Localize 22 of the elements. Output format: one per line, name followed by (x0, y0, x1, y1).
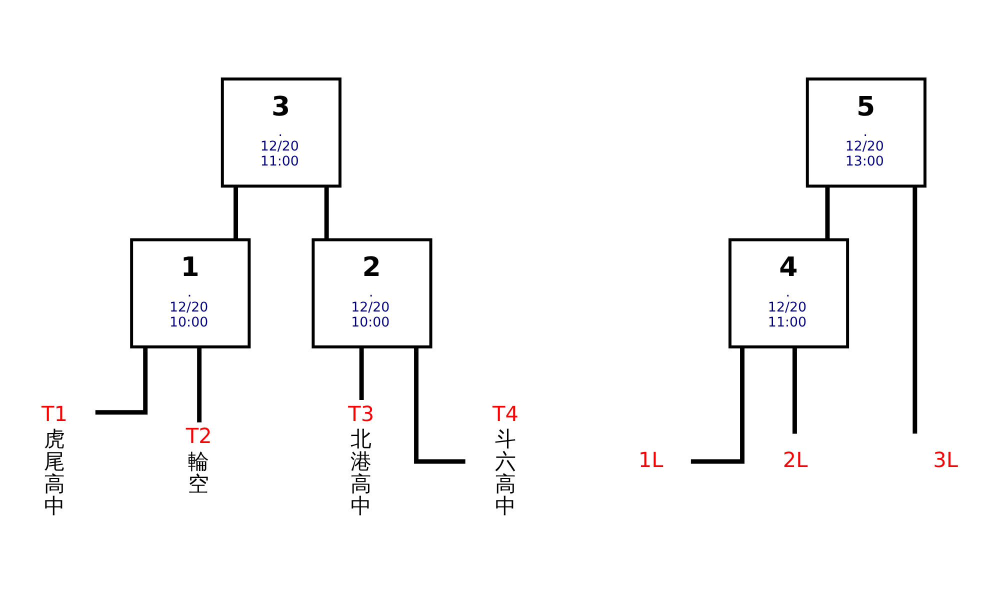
connector (792, 347, 797, 434)
node-box: 1 . 12/20 10:00 (130, 238, 251, 348)
node-text: T4 斗六高中 (492, 402, 519, 518)
connector (912, 186, 918, 434)
connector (197, 347, 202, 422)
connector (690, 346, 744, 464)
node-box: 2 . 12/20 10:00 (312, 238, 432, 348)
node-text: T1 虎尾高中 (42, 402, 68, 518)
connector (825, 186, 830, 240)
node-box: 5 . 12/20 13:00 (806, 77, 926, 188)
connector (234, 186, 238, 240)
connector (95, 347, 148, 415)
node-text: 2L (782, 448, 808, 472)
node-text: T2 輪空 (186, 424, 212, 496)
connector (359, 347, 364, 400)
connector (414, 346, 466, 464)
node-text: 3L (933, 448, 958, 472)
node-box: 3 . 12/20 11:00 (220, 77, 342, 188)
connector (324, 186, 329, 240)
node-box: 4 . 12/20 11:00 (728, 238, 850, 348)
node-text: T3 北港高中 (348, 402, 374, 518)
node-text: 1L (638, 448, 664, 472)
